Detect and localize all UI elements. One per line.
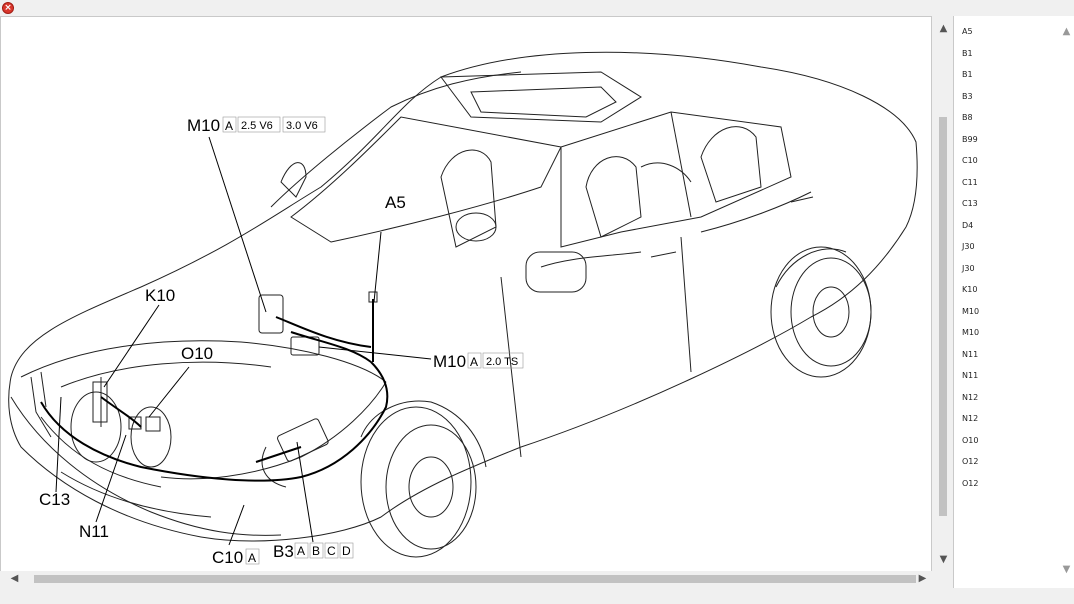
label-b3: B3 — [273, 542, 294, 561]
list-scroll-up-icon[interactable]: ▲ — [1062, 26, 1071, 37]
status-bar — [0, 588, 1074, 604]
label-m10-top: M10 — [187, 116, 220, 135]
diagram-viewer[interactable]: M10 A 2.5 V6 3.0 V6 A5 K10 O10 M10 A 2.0… — [0, 16, 932, 588]
component-list-item[interactable]: A5 — [962, 27, 973, 36]
component-list-item[interactable]: B8 — [962, 113, 973, 122]
component-list-item[interactable]: B1 — [962, 70, 973, 79]
scroll-up-icon[interactable]: ▲ — [939, 23, 948, 34]
component-list-scrollbar[interactable]: ▲ ▼ — [1058, 16, 1074, 588]
list-scroll-down-icon[interactable]: ▼ — [1062, 564, 1071, 575]
component-list-item[interactable]: N11 — [962, 371, 979, 380]
component-list-item[interactable]: N11 — [962, 349, 979, 359]
label-m10-top-engine2: 3.0 V6 — [286, 120, 318, 132]
label-n11: N11 — [79, 522, 109, 541]
component-list-item[interactable]: K10 — [962, 285, 978, 294]
component-list-item[interactable]: B3 — [962, 91, 973, 101]
title-bar: × — [0, 0, 1074, 16]
diagram-horizontal-scrollbar[interactable]: ◀ ▶ — [0, 571, 932, 588]
scroll-down-icon[interactable]: ▼ — [939, 554, 948, 565]
label-k10: K10 — [145, 286, 175, 305]
label-b3-a: A — [297, 544, 305, 558]
component-list-item[interactable]: N12 — [962, 392, 979, 402]
component-list-item[interactable]: O12 — [962, 478, 979, 488]
label-c10-variant: A — [248, 551, 256, 565]
label-b3-d: D — [342, 544, 351, 558]
component-list-item[interactable]: O12 — [962, 457, 979, 466]
component-list-item[interactable]: C11 — [962, 177, 978, 187]
horizontal-scroll-thumb[interactable] — [34, 575, 916, 583]
component-list-item[interactable]: C13 — [962, 199, 978, 208]
component-list-item[interactable]: N12 — [962, 414, 979, 423]
car-wiring-diagram: M10 A 2.5 V6 3.0 V6 A5 K10 O10 M10 A 2.0… — [8, 51, 918, 567]
label-m10-right: M10 — [433, 352, 466, 371]
scroll-left-icon[interactable]: ◀ — [10, 573, 19, 584]
component-list-item[interactable]: B1 — [962, 48, 973, 58]
component-list-item[interactable]: B99 — [962, 134, 978, 144]
label-m10-top-engine1: 2.5 V6 — [241, 120, 273, 132]
label-m10-right-engine: 2.0 TS — [486, 356, 518, 368]
component-list-item[interactable]: D4 — [962, 220, 974, 230]
vertical-scroll-thumb[interactable] — [939, 117, 947, 516]
diagram-vertical-scrollbar[interactable]: ▲ ▼ — [935, 17, 952, 572]
label-b3-b: B — [312, 544, 320, 558]
label-o10: O10 — [181, 344, 213, 363]
label-m10-top-variant: A — [225, 119, 233, 133]
label-a5: A5 — [385, 193, 406, 212]
component-list-item[interactable]: M10 — [962, 328, 980, 337]
component-list-item[interactable]: O10 — [962, 435, 979, 445]
component-list-item[interactable]: C10 — [962, 156, 978, 165]
label-m10-right-variant: A — [470, 355, 478, 369]
label-c10: C10 — [212, 548, 243, 567]
scroll-right-icon[interactable]: ▶ — [918, 573, 927, 584]
label-b3-c: C — [327, 544, 336, 558]
close-icon[interactable]: × — [2, 2, 14, 14]
component-list-item[interactable]: J30 — [962, 263, 975, 273]
label-c13: C13 — [39, 490, 70, 509]
component-list-item[interactable]: M10 — [962, 306, 980, 316]
component-list-item[interactable]: J30 — [962, 242, 975, 251]
